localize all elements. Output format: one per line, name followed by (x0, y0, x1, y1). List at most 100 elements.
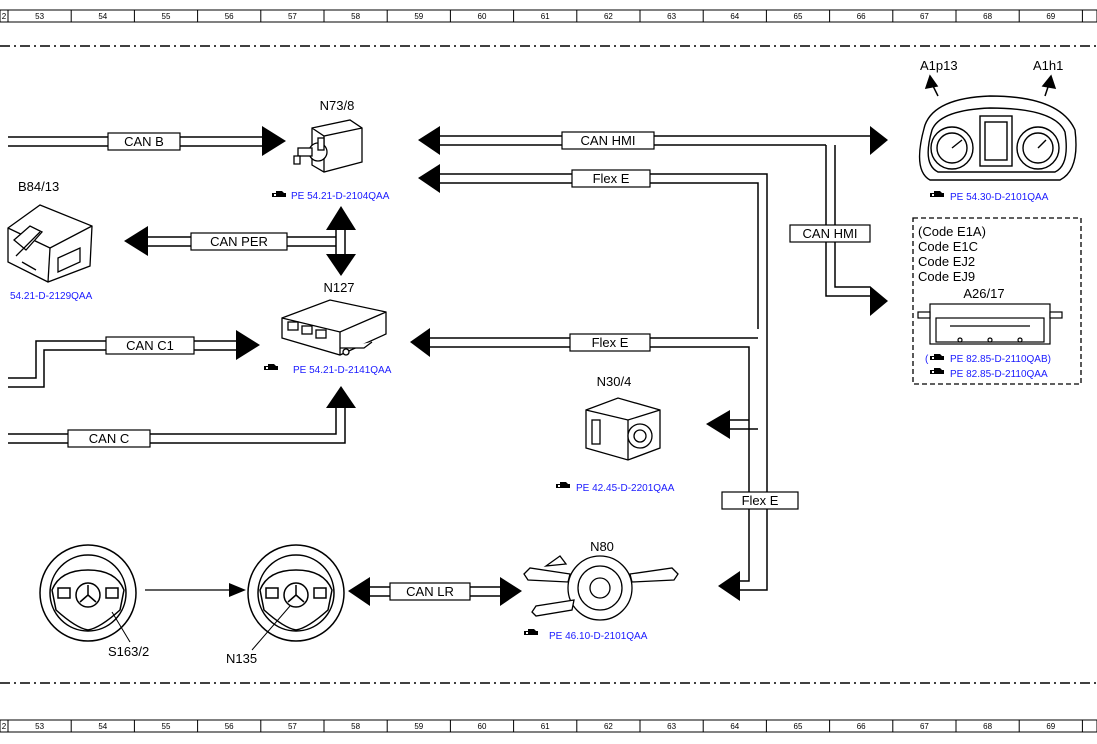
reference-hand-icon (264, 364, 278, 370)
ignition-switch-icon (293, 119, 363, 173)
component-a26-17: (Code E1A) Code E1C Code EJ2 Code EJ9 A2… (912, 217, 1082, 385)
ruler-number: 68 (983, 12, 992, 21)
ruler-number: 57 (288, 12, 297, 21)
reference-hand-icon (556, 482, 570, 488)
ruler-number: 65 (794, 12, 803, 21)
steering-wheel-icon (247, 544, 345, 642)
svg-text:CAN PER: CAN PER (210, 234, 268, 249)
svg-text:PE 82.85-D-2110QAA: PE 82.85-D-2110QAA (950, 369, 1048, 380)
sensor-icon (7, 204, 93, 283)
ruler-number: 59 (414, 12, 423, 21)
svg-text:A26/17: A26/17 (963, 286, 1004, 301)
bus-label-flex-e-1: Flex E (571, 169, 651, 188)
steering-wheel-icon (39, 544, 137, 642)
ruler-number: 64 (730, 722, 739, 731)
ruler-number: 57 (288, 722, 297, 731)
bus-label-can-c: CAN C (67, 429, 151, 448)
ruler-number: 62 (604, 12, 613, 21)
arrow-heads (124, 126, 888, 606)
control-unit-icon (917, 303, 1063, 345)
ruler-number: 66 (857, 12, 866, 21)
bus-label-flex-e-2: Flex E (569, 333, 651, 352)
svg-text:PE 82.85-D-2110QAB): PE 82.85-D-2110QAB) (950, 354, 1051, 365)
ruler-number: 62 (604, 722, 613, 731)
ruler-number: 63 (667, 12, 676, 21)
svg-text:Code EJ2: Code EJ2 (918, 254, 975, 269)
ruler-number: 56 (225, 12, 234, 21)
svg-text:N127: N127 (323, 280, 354, 295)
ruler-number: 60 (478, 722, 487, 731)
component-b84-13: B84/13 54.21-D-2129QAA (7, 179, 93, 302)
ruler-number: 69 (1046, 12, 1055, 21)
ruler-number: 61 (541, 12, 550, 21)
ruler-number: 53 (35, 12, 44, 21)
bus-label-can-hmi-top: CAN HMI (561, 131, 655, 150)
instrument-cluster-icon (918, 95, 1077, 181)
ruler-number: 2 (2, 12, 7, 21)
svg-text:CAN HMI: CAN HMI (581, 133, 636, 148)
ruler-number: 58 (351, 722, 360, 731)
svg-text:CAN HMI: CAN HMI (803, 226, 858, 241)
reference-hand-icon (524, 629, 538, 635)
svg-text:CAN C: CAN C (89, 431, 129, 446)
svg-text:Flex E: Flex E (742, 493, 779, 508)
svg-text:CAN B: CAN B (124, 134, 164, 149)
ruler-number: 56 (225, 722, 234, 731)
component-n30-4: N30/4 PE 42.45-D-2201QAA (556, 374, 675, 494)
svg-text:Flex E: Flex E (592, 335, 629, 350)
bus-lines (8, 135, 870, 597)
component-n73-8: N73/8 PE 54.21-D-2104QAA (272, 98, 390, 202)
svg-text:(: ( (925, 354, 929, 365)
reference-hand-icon (272, 191, 286, 197)
ruler-number: 68 (983, 722, 992, 731)
ruler-number: 66 (857, 722, 866, 731)
control-unit-icon (281, 299, 387, 356)
ruler-number: 54 (98, 722, 107, 731)
bus-label-can-per: CAN PER (190, 232, 288, 251)
steering-column-module-icon (523, 555, 679, 621)
svg-text:PE 42.45-D-2201QAA: PE 42.45-D-2201QAA (576, 483, 675, 494)
camera-icon (585, 397, 661, 461)
svg-text:S163/2: S163/2 (108, 644, 149, 659)
bus-label-can-c1: CAN C1 (105, 336, 195, 355)
bus-labels: CAN B CAN PER CAN C1 CAN C CAN HMI CAN H… (67, 131, 871, 601)
ruler-number: 54 (98, 12, 107, 21)
ruler-number: 59 (414, 722, 423, 731)
svg-text:CAN LR: CAN LR (406, 584, 454, 599)
top-ruler: 2 53 54 55 56 57 58 59 60 61 62 63 64 65 66 67 68 69 (0, 9, 1097, 23)
component-n135: N135 (226, 544, 345, 666)
bus-label-can-hmi-vertical: CAN HMI (789, 224, 871, 243)
svg-text:Code EJ9: Code EJ9 (918, 269, 975, 284)
bus-label-flex-e-3: Flex E (721, 491, 799, 510)
svg-text:A1p13: A1p13 (920, 58, 958, 73)
ruler-number: 63 (667, 722, 676, 731)
svg-text:PE 46.10-D-2101QAA: PE 46.10-D-2101QAA (549, 631, 648, 642)
ruler-number: 55 (162, 722, 171, 731)
reference-hand-icon (930, 368, 944, 374)
ruler-number: 61 (541, 722, 550, 731)
svg-text:PE 54.21-D-2141QAA: PE 54.21-D-2141QAA (293, 365, 392, 376)
component-n127: N127 PE 54.21-D-2141QAA (264, 280, 392, 376)
reference-hand-icon (930, 191, 944, 197)
ruler-number: 65 (794, 722, 803, 731)
svg-text:Flex E: Flex E (593, 171, 630, 186)
ruler-number: 2 (2, 722, 7, 731)
ruler-number: 67 (920, 12, 929, 21)
bus-label-can-b: CAN B (107, 132, 181, 151)
svg-text:N135: N135 (226, 651, 257, 666)
code-variant-box (912, 217, 1082, 385)
component-a1: A1p13 A1h1 PE 54.30-D-2101QAA (918, 58, 1077, 203)
svg-text:N80: N80 (590, 539, 614, 554)
reference-hand-icon (930, 354, 944, 360)
ruler-number: 55 (162, 12, 171, 21)
svg-text:N30/4: N30/4 (597, 374, 632, 389)
svg-text:A1h1: A1h1 (1033, 58, 1063, 73)
ruler-number: 58 (351, 12, 360, 21)
svg-text:B84/13: B84/13 (18, 179, 59, 194)
ruler-number: 64 (730, 12, 739, 21)
ruler-number: 67 (920, 722, 929, 731)
ruler-number: 53 (35, 722, 44, 731)
ruler-number: 60 (478, 12, 487, 21)
